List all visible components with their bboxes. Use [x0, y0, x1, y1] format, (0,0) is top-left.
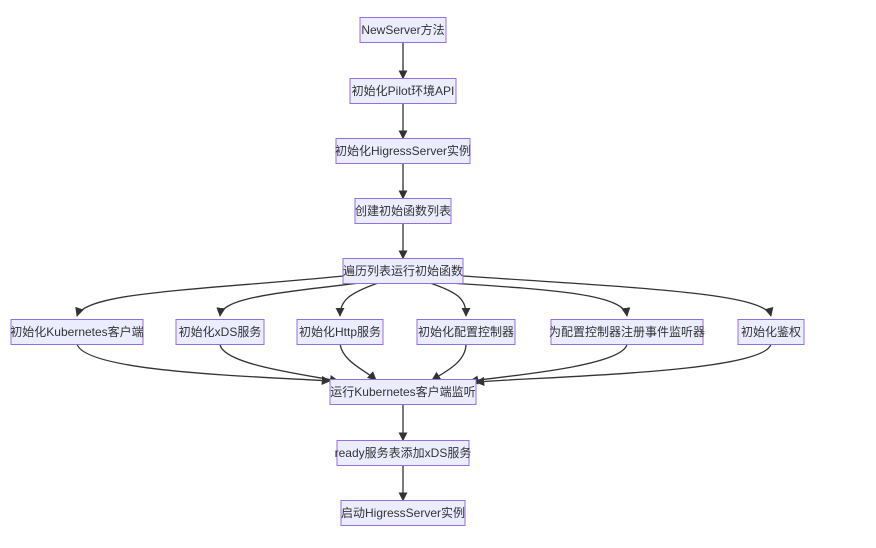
- node-box: [335, 138, 471, 164]
- edge-n9-n12: [431, 343, 467, 381]
- edge-n6-n12: [76, 343, 331, 386]
- node-n9: 初始化配置控制器: [416, 319, 516, 345]
- node-n12: 运行Kubernetes客户端监听: [329, 379, 477, 405]
- edge-n8-n12: [339, 343, 377, 381]
- node-label: 为配置控制器注册事件监听器: [549, 324, 705, 339]
- node-n1: NewServer方法: [359, 17, 447, 43]
- node-box: [354, 198, 452, 224]
- node-box: [550, 319, 704, 345]
- node-label: 初始化Http服务: [299, 324, 381, 339]
- edge-n11-n12: [475, 343, 772, 386]
- edge-n5-n11: [462, 275, 774, 317]
- node-n13: ready服务表添加xDS服务: [335, 440, 472, 466]
- node-label: 遍历列表运行初始函数: [343, 263, 463, 278]
- node-n3: 初始化HigressServer实例: [335, 138, 471, 164]
- node-label: 启动HigressServer实例: [341, 505, 465, 520]
- node-n8: 初始化Http服务: [296, 319, 384, 345]
- node-n10: 为配置控制器注册事件监听器: [549, 319, 705, 345]
- node-box: [329, 379, 477, 405]
- edge-n5-n8: [335, 282, 379, 317]
- node-box: [10, 319, 144, 345]
- node-n4: 创建初始函数列表: [354, 198, 452, 224]
- node-box: [349, 78, 457, 104]
- node-label: 初始化鉴权: [741, 325, 801, 339]
- edge-n5-n6: [75, 275, 345, 317]
- node-n7: 初始化xDS服务: [175, 319, 265, 345]
- node-box: [296, 319, 384, 345]
- node-n6: 初始化Kubernetes客户端: [10, 319, 144, 345]
- edge-n5-n9: [429, 282, 471, 317]
- node-box: [336, 440, 470, 466]
- node-label: NewServer方法: [361, 22, 444, 37]
- edges-layer: [75, 42, 774, 502]
- node-n14: 启动HigressServer实例: [340, 500, 466, 526]
- node-box: [416, 319, 516, 345]
- node-label: 初始化Pilot环境API: [352, 83, 455, 98]
- node-label: 初始化Kubernetes客户端: [10, 324, 143, 339]
- edge-n5-n10: [449, 282, 631, 317]
- node-label: ready服务表添加xDS服务: [335, 445, 472, 460]
- node-label: 运行Kubernetes客户端监听: [330, 384, 475, 399]
- edge-n7-n12: [219, 343, 339, 384]
- node-box: [737, 319, 805, 345]
- edge-n10-n12: [469, 343, 628, 385]
- node-label: 初始化配置控制器: [418, 325, 514, 339]
- node-box: [175, 319, 265, 345]
- node-label: 初始化HigressServer实例: [335, 143, 471, 158]
- node-n2: 初始化Pilot环境API: [349, 78, 457, 104]
- node-box: [359, 17, 447, 43]
- node-label: 初始化xDS服务: [179, 324, 262, 339]
- node-n11: 初始化鉴权: [737, 319, 805, 345]
- node-box: [342, 258, 464, 284]
- node-box: [340, 500, 466, 526]
- node-n5: 遍历列表运行初始函数: [342, 258, 464, 284]
- node-label: 创建初始函数列表: [355, 203, 451, 218]
- edge-n5-n7: [216, 282, 361, 317]
